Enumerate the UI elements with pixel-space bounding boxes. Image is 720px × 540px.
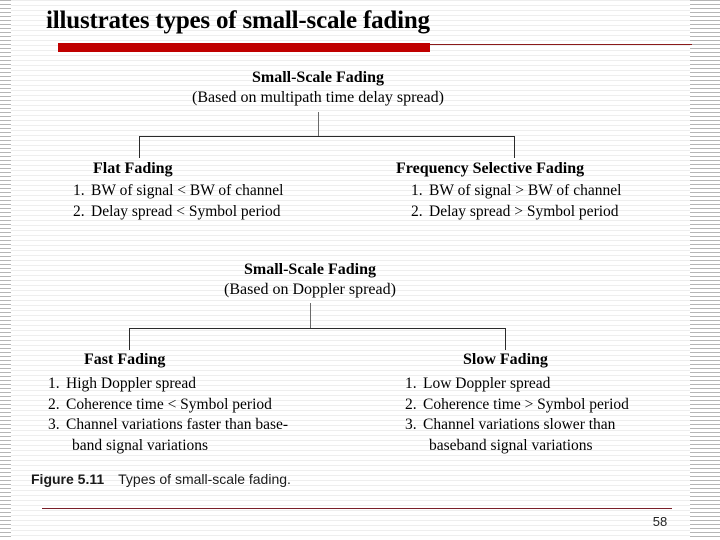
list-item-text: Low Doppler spread xyxy=(423,375,551,392)
list-item: 3. Channel variations faster than base- … xyxy=(48,415,358,456)
list-item: 3. Channel variations slower than baseba… xyxy=(405,415,695,456)
list-item: 2. Delay spread < Symbol period xyxy=(73,202,353,223)
list-item-line-1: Channel variations faster than base- xyxy=(66,416,289,433)
page-number: 58 xyxy=(652,514,668,529)
group-2-root-subtitle: (Based on Doppler spread) xyxy=(224,281,396,298)
title-accent-bar xyxy=(58,43,430,52)
branch-flat-fading-list: 1. BW of signal < BW of channel 2. Delay… xyxy=(73,181,353,222)
group-2-root-title: Small-Scale Fading xyxy=(243,261,376,278)
list-item-text: High Doppler spread xyxy=(66,375,196,392)
list-item: 2. Coherence time > Symbol period xyxy=(405,395,695,416)
group-2-horizontal-line xyxy=(129,328,506,329)
group-1-stem-line xyxy=(318,112,319,137)
list-item: 2. Coherence time < Symbol period xyxy=(48,395,358,416)
list-item-number: 1. xyxy=(48,375,60,392)
list-item-text: Channel variations slower than baseband … xyxy=(423,415,695,456)
branch-fast-fading-list: 1. High Doppler spread 2. Coherence time… xyxy=(48,374,358,456)
branch-frequency-selective-fading-list: 1. BW of signal > BW of channel 2. Delay… xyxy=(411,181,691,222)
list-item-line-1: Channel variations slower than xyxy=(423,416,616,433)
list-item-text: BW of signal < BW of channel xyxy=(91,182,284,199)
list-item-text: Delay spread > Symbol period xyxy=(429,202,619,220)
branch-frequency-selective-fading-title: Frequency Selective Fading xyxy=(396,160,585,177)
page-title: illustrates types of small-scale fading xyxy=(46,7,430,34)
group-2-stem-line xyxy=(310,303,311,329)
list-item-text: BW of signal > BW of channel xyxy=(429,182,622,199)
list-item-number: 1. xyxy=(73,182,85,199)
list-item: 1. BW of signal > BW of channel xyxy=(411,181,691,202)
title-accent-rule xyxy=(430,44,692,45)
list-item-number: 2. xyxy=(73,202,85,220)
list-item: 1. High Doppler spread xyxy=(48,374,358,395)
list-item-number: 3. xyxy=(405,416,417,433)
list-item-text: Coherence time < Symbol period xyxy=(66,395,272,413)
list-item-line-2: baseband signal variations xyxy=(429,436,593,454)
group-2-right-drop-line xyxy=(505,328,506,350)
branch-fast-fading-title: Fast Fading xyxy=(84,351,166,368)
footer-rule xyxy=(42,508,672,509)
list-item-number: 2. xyxy=(48,395,60,413)
list-item-text: Coherence time > Symbol period xyxy=(423,395,629,413)
list-item-number: 3. xyxy=(48,416,60,433)
group-1-root-title: Small-Scale Fading xyxy=(251,69,384,86)
list-item-number: 2. xyxy=(411,202,423,220)
list-item-text: Channel variations faster than base- ban… xyxy=(66,415,358,456)
group-1-right-drop-line xyxy=(514,136,515,158)
list-item-number: 1. xyxy=(405,375,417,392)
branch-slow-fading-title: Slow Fading xyxy=(463,351,548,368)
group-1-left-drop-line xyxy=(139,136,140,158)
branch-flat-fading-title: Flat Fading xyxy=(93,160,173,177)
list-item-line-2: band signal variations xyxy=(72,436,209,454)
list-item-number: 1. xyxy=(411,182,423,199)
figure-caption: Figure 5.11 Types of small-scale fading. xyxy=(31,470,291,488)
list-item-text: Delay spread < Symbol period xyxy=(91,202,281,220)
figure-caption-label: Figure 5.11 xyxy=(31,471,105,487)
list-item: 2. Delay spread > Symbol period xyxy=(411,202,691,223)
list-item: 1. Low Doppler spread xyxy=(405,374,695,395)
list-item-number: 2. xyxy=(405,395,417,413)
group-1-horizontal-line xyxy=(139,136,515,137)
group-2-left-drop-line xyxy=(129,328,130,350)
figure-caption-text: Types of small-scale fading. xyxy=(118,471,291,487)
list-item: 1. BW of signal < BW of channel xyxy=(73,181,353,202)
group-1-root-subtitle: (Based on multipath time delay spread) xyxy=(192,89,444,106)
branch-slow-fading-list: 1. Low Doppler spread 2. Coherence time … xyxy=(405,374,695,456)
